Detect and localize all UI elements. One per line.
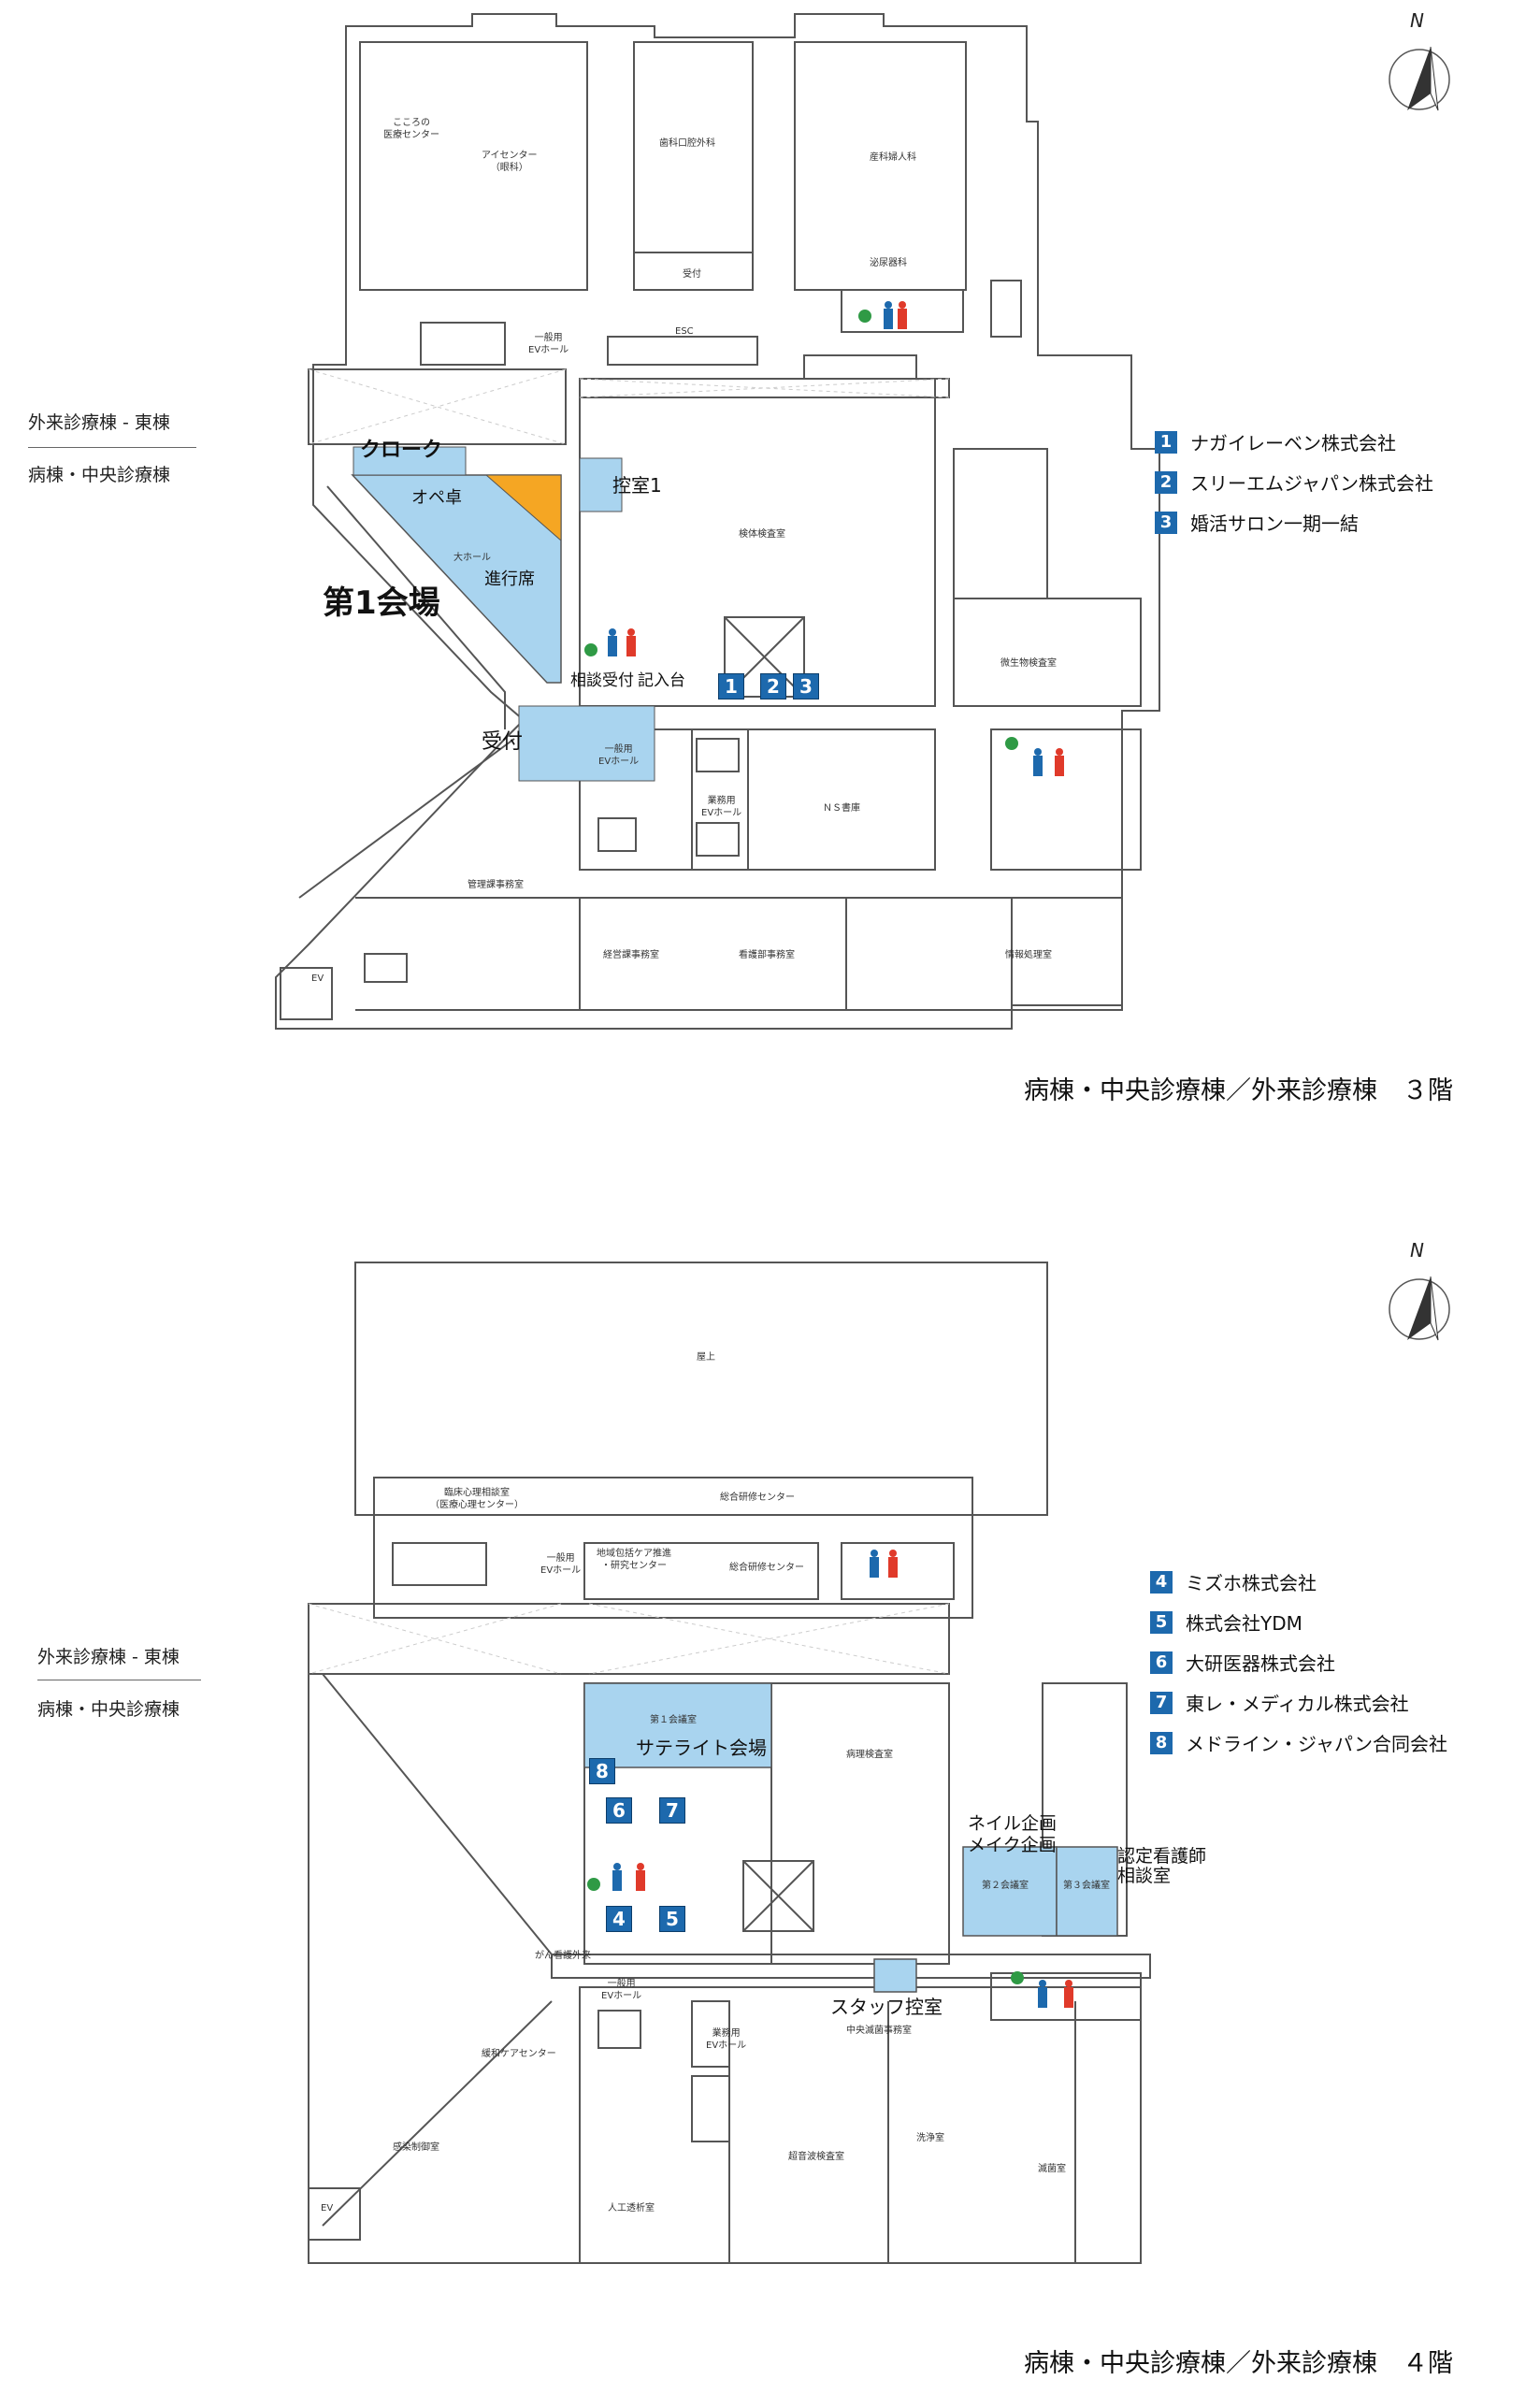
room-training-2: 総合研修センター bbox=[729, 1563, 804, 1573]
legend-company: スリーエムジャパン株式会社 bbox=[1190, 472, 1433, 495]
compass-north-label: N bbox=[1410, 9, 1424, 32]
venue-consult-desk: 相談受付 bbox=[570, 671, 634, 690]
booth-7[interactable]: 7 bbox=[659, 1797, 685, 1824]
venue-waiting-room: 控室1 bbox=[612, 474, 662, 497]
room-ev: EV bbox=[311, 973, 324, 984]
room-esc: ESC bbox=[675, 326, 694, 337]
venue-ope-table: オペ卓 bbox=[411, 488, 462, 508]
venue-reception: 受付 bbox=[482, 730, 524, 754]
legend-item-6: 6 大研医器株式会社 bbox=[1150, 1649, 1335, 1676]
room-central-sterile: 中央滅菌事務室 bbox=[846, 2026, 912, 2036]
floor4-caption: 病棟・中央診療棟／外来診療棟 ４階 bbox=[1024, 2349, 1453, 2378]
legend-company: ミズホ株式会社 bbox=[1186, 1572, 1317, 1594]
booth-5[interactable]: 5 bbox=[659, 1906, 685, 1932]
legend-number: 8 bbox=[1150, 1731, 1173, 1754]
legend-company: 大研医器株式会社 bbox=[1186, 1652, 1335, 1675]
floor3-plan bbox=[275, 13, 1450, 1030]
room-palliative: 緩和ケアセンター bbox=[482, 2049, 556, 2059]
venue-writing-desk: 記入台 bbox=[638, 671, 685, 690]
booth-3[interactable]: 3 bbox=[793, 673, 819, 699]
floor3-caption: 病棟・中央診療棟／外来診療棟 ３階 bbox=[1024, 1076, 1453, 1105]
legend-number: 3 bbox=[1155, 511, 1177, 534]
room-ev-general-4f: 一般用 EVホール bbox=[540, 1553, 582, 1576]
room-urology: 泌尿器科 bbox=[870, 258, 907, 268]
compass-north-label-4f: N bbox=[1410, 1239, 1424, 1262]
legend-item-2: 2 スリーエムジャパン株式会社 bbox=[1155, 469, 1433, 496]
legend-number: 1 bbox=[1155, 430, 1177, 454]
venue-cloak: クローク bbox=[360, 439, 443, 462]
legend-item-4: 4 ミズホ株式会社 bbox=[1150, 1568, 1317, 1595]
room-management: 経営課事務室 bbox=[603, 950, 659, 960]
room-conf2: 第２会議室 bbox=[982, 1881, 1029, 1891]
room-kokoro: こころの 医療センター bbox=[383, 118, 439, 140]
room-clinical-psych: 臨床心理相談室 （医療心理センター） bbox=[430, 1488, 524, 1510]
room-cancer-nurse: がん看護外来 bbox=[535, 1951, 591, 1961]
legend-company: 東レ・メディカル株式会社 bbox=[1186, 1693, 1409, 1715]
room-ns-library: ＮＳ書庫 bbox=[823, 803, 860, 814]
room-conf3: 第３会議室 bbox=[1063, 1881, 1110, 1891]
legend-number: 5 bbox=[1150, 1610, 1173, 1634]
legend-company: 婚活サロン一期一結 bbox=[1190, 512, 1359, 535]
legend-item-8: 8 メドライン・ジャパン合同会社 bbox=[1150, 1729, 1447, 1756]
room-ev-4f: EV bbox=[321, 2203, 334, 2214]
venue-nail: ネイル企画 bbox=[968, 1813, 1058, 1834]
legend-number: 2 bbox=[1155, 470, 1177, 494]
booth-1[interactable]: 1 bbox=[718, 673, 744, 699]
venue-main-hall: 第1会場 bbox=[323, 584, 440, 622]
side-label-top-4f: 外来診療棟 - 東棟 bbox=[37, 1647, 180, 1667]
side-label-bottom-4f: 病棟・中央診療棟 bbox=[37, 1699, 180, 1720]
room-ev-general2-4f: 一般用 EVホール bbox=[601, 1979, 642, 2001]
room-nursing: 看護部事務室 bbox=[739, 950, 795, 960]
venue-make: メイク企画 bbox=[968, 1835, 1057, 1855]
venue-staff-room: スタッフ控室 bbox=[830, 1996, 943, 2018]
legend-item-1: 1 ナガイレーベン株式会社 bbox=[1155, 428, 1396, 455]
legend-number: 6 bbox=[1150, 1651, 1173, 1674]
room-training-1: 総合研修センター bbox=[720, 1493, 795, 1503]
room-microbiology: 微生物検査室 bbox=[1000, 658, 1057, 669]
room-business-ev: 業務用 EVホール bbox=[701, 796, 742, 818]
booth-6[interactable]: 6 bbox=[606, 1797, 632, 1824]
venue-satellite: サテライト会場 bbox=[636, 1737, 767, 1759]
venue-satellite-small: 第１会議室 bbox=[650, 1715, 697, 1725]
room-sterile: 滅菌室 bbox=[1038, 2164, 1066, 2174]
legend-company: ナガイレーベン株式会社 bbox=[1190, 432, 1396, 454]
room-admin: 管理課事務室 bbox=[468, 880, 524, 890]
room-dialysis: 人工透析室 bbox=[608, 2203, 655, 2214]
legend-number: 4 bbox=[1150, 1570, 1173, 1594]
legend-item-7: 7 東レ・メディカル株式会社 bbox=[1150, 1689, 1409, 1716]
room-pathology: 病理検査室 bbox=[846, 1750, 893, 1760]
room-washing: 洗浄室 bbox=[916, 2133, 944, 2143]
room-roof: 屋上 bbox=[697, 1352, 715, 1363]
venue-progress-seat: 進行席 bbox=[484, 570, 535, 589]
venue-hall-small: 大ホール bbox=[453, 553, 491, 563]
room-specimen: 検体検査室 bbox=[739, 529, 785, 540]
room-ev-hall2: 一般用 EVホール bbox=[598, 744, 640, 767]
room-business-ev-4f: 業務用 EVホール bbox=[706, 2028, 747, 2051]
room-eye: アイセンター （眼科） bbox=[482, 151, 538, 173]
booth-2[interactable]: 2 bbox=[760, 673, 786, 699]
legend-company: メドライン・ジャパン合同会社 bbox=[1186, 1733, 1447, 1755]
venue-certified-nurse: 認定看護師 相談室 bbox=[1117, 1846, 1207, 1886]
booth-4[interactable]: 4 bbox=[606, 1906, 632, 1932]
room-regional: 地域包括ケア推進 ・研究センター bbox=[597, 1549, 671, 1571]
room-ev-general: 一般用 EVホール bbox=[528, 333, 569, 355]
legend-item-5: 5 株式会社YDM bbox=[1150, 1608, 1303, 1636]
room-dental-reception: 受付 bbox=[683, 269, 701, 280]
room-infection: 感染制御室 bbox=[393, 2142, 439, 2153]
booth-8[interactable]: 8 bbox=[589, 1758, 615, 1784]
side-divider bbox=[28, 447, 196, 448]
side-label-bottom: 病棟・中央診療棟 bbox=[28, 465, 171, 485]
legend-item-3: 3 婚活サロン一期一結 bbox=[1155, 509, 1359, 536]
room-ultrasound: 超音波検査室 bbox=[788, 2152, 844, 2162]
legend-number: 7 bbox=[1150, 1691, 1173, 1714]
room-obgyn: 産科婦人科 bbox=[870, 152, 916, 163]
room-dental: 歯科口腔外科 bbox=[659, 138, 715, 149]
room-info: 情報処理室 bbox=[1005, 950, 1052, 960]
side-label-top: 外来診療棟 - 東棟 bbox=[28, 412, 170, 433]
legend-company: 株式会社YDM bbox=[1186, 1612, 1303, 1635]
